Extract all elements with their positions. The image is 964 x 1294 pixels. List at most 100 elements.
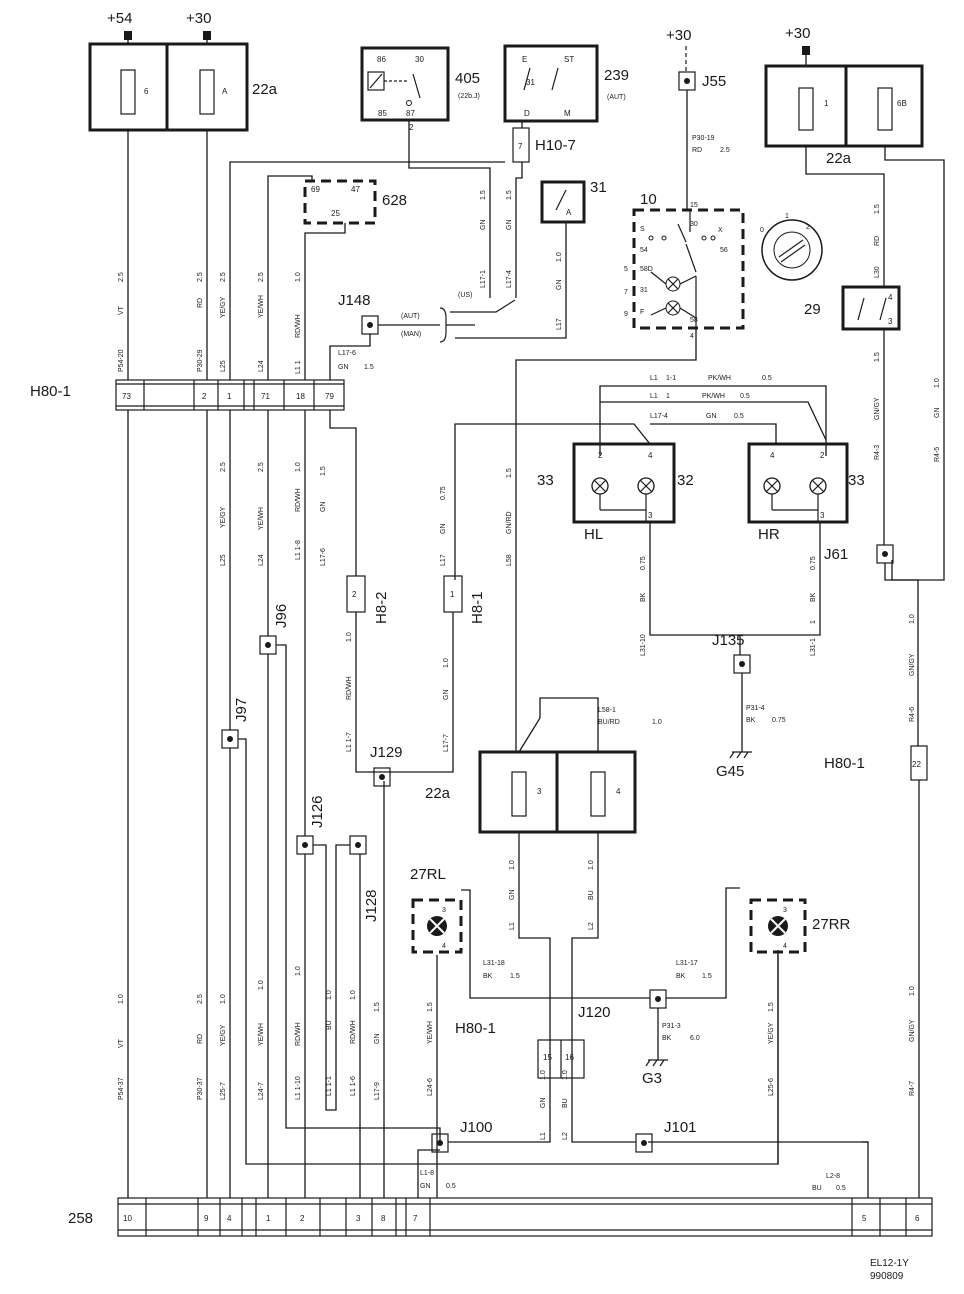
svg-text:RD: RD [197,298,204,308]
h8-2-label: H8-2 [373,591,390,624]
junctions: J96 J97 J126 J128 J129 [221,604,403,922]
fuse-a-label: A [222,87,228,96]
svg-text:1.5: 1.5 [364,364,374,371]
fuse-6-label: 6 [144,87,149,96]
svg-text:87: 87 [406,109,415,118]
svg-text:1.5: 1.5 [320,466,327,476]
svg-text:4: 4 [770,451,775,460]
j148-label: J148 [338,292,371,309]
svg-text:30: 30 [415,55,424,64]
lower-wire-labels: VT 1.0 P54-37 RD 2.5 P30-37 YE/GY 1.0 L2… [118,860,775,1140]
svg-text:S: S [640,226,645,233]
wires-middle [127,410,779,1198]
svg-text:RD: RD [874,236,881,246]
svg-text:16: 16 [565,1053,574,1062]
svg-text:GN: GN [556,280,563,291]
svg-text:2: 2 [352,590,357,599]
svg-text:L24: L24 [258,554,265,566]
svg-text:1: 1 [266,1214,271,1223]
svg-text:L17-6: L17-6 [320,548,327,566]
svg-text:54: 54 [640,247,648,254]
connector-258: 258 10 9 4 1 2 3 8 7 5 6 [68,1197,933,1237]
svg-text:E: E [522,55,527,64]
svg-text:1.0: 1.0 [295,966,302,976]
svg-text:GN/GY: GN/GY [874,397,881,420]
svg-text:L17: L17 [440,554,447,566]
svg-text:47: 47 [351,185,360,194]
svg-text:L1 1: L1 1 [295,360,302,374]
svg-text:YE/WH: YE/WH [258,1023,265,1046]
svg-text:R4-3: R4-3 [874,445,881,460]
svg-text:1: 1 [666,393,670,400]
svg-text:GN: GN [443,690,450,701]
fusebox-label: 22a [252,81,278,98]
h10-7-label: H10-7 [535,137,576,154]
j135-group: J135 G45 BK 0.75 L31-10 BK 0.75 L31-1 1 … [640,522,821,780]
svg-text:2.5: 2.5 [197,272,204,282]
svg-text:3: 3 [356,1214,361,1223]
switch-239: E ST 31 D M 239 (AUT) [503,44,629,123]
svg-text:P31-3: P31-3 [662,1023,681,1030]
svg-text:L1 1-1: L1 1-1 [326,1076,333,1096]
power-terminals-top: +54 +30 [107,10,211,44]
svg-text:30: 30 [690,221,698,228]
lamp-27rl: 3 4 27RL [410,866,463,954]
j120-group: 15 16 J120 G3 P31-3 BK 6.0 L31-18 BK 1.5… [455,960,712,1087]
svg-text:4: 4 [648,451,653,460]
svg-text:1.0: 1.0 [220,994,227,1004]
svg-text:L17-4: L17-4 [506,270,513,288]
svg-text:2: 2 [598,451,603,460]
power-30b-label: +30 [666,27,691,44]
svg-text:L17-4: L17-4 [650,413,668,420]
svg-text:2.5: 2.5 [197,994,204,1004]
svg-text:L2-8: L2-8 [826,1173,840,1180]
svg-text:L25: L25 [220,360,227,372]
svg-text:GN: GN [934,408,941,419]
svg-text:L30: L30 [874,266,881,278]
svg-text:BK: BK [640,592,647,602]
svg-text:3: 3 [888,317,893,326]
svg-text:GN: GN [540,1098,547,1109]
svg-text:L25: L25 [220,554,227,566]
svg-text:1.0: 1.0 [934,378,941,388]
svg-text:0.5: 0.5 [734,413,744,420]
svg-text:L31-10: L31-10 [640,634,647,656]
component-628: 69 47 25 628 [303,179,407,225]
svg-text:BU: BU [588,890,595,900]
svg-text:BK: BK [676,973,686,980]
svg-text:J128: J128 [363,889,380,922]
svg-text:6B: 6B [897,99,907,108]
svg-text:PK/WH: PK/WH [702,393,725,400]
svg-text:3: 3 [442,907,446,914]
svg-text:L25-7: L25-7 [220,1082,227,1100]
svg-text:1.0: 1.0 [258,980,265,990]
svg-text:1.0: 1.0 [443,658,450,668]
fusebox-22a-right: +30 1 6B 22a [764,25,924,167]
power-30c-label: +30 [785,25,810,42]
svg-text:L31-1: L31-1 [810,638,817,656]
svg-text:4: 4 [442,943,446,950]
svg-text:GN: GN [706,413,717,420]
svg-text:L1 1-8: L1 1-8 [295,540,302,560]
hl-label: HL [584,526,603,543]
svg-text:4: 4 [227,1214,232,1223]
svg-text:2: 2 [202,392,207,401]
svg-text:1: 1 [227,392,232,401]
svg-text:1.0: 1.0 [118,994,125,1004]
svg-text:2: 2 [806,224,810,231]
svg-text:5: 5 [624,266,628,273]
g45-label: G45 [716,763,744,780]
j129: J129 [370,744,403,787]
svg-text:1-1: 1-1 [666,375,676,382]
svg-text:0.5: 0.5 [740,393,750,400]
svg-text:GN: GN [420,1183,431,1190]
svg-text:GN: GN [374,1034,381,1045]
svg-text:0: 0 [760,227,764,234]
svg-text:PK/WH: PK/WH [708,375,731,382]
svg-text:RD/WH: RD/WH [346,676,353,700]
svg-text:YE/WH: YE/WH [427,1021,434,1044]
svg-text:L1: L1 [650,375,658,382]
svg-text:2.5: 2.5 [258,462,265,472]
svg-text:RD/WH: RD/WH [295,488,302,512]
svg-text:L1: L1 [650,393,658,400]
